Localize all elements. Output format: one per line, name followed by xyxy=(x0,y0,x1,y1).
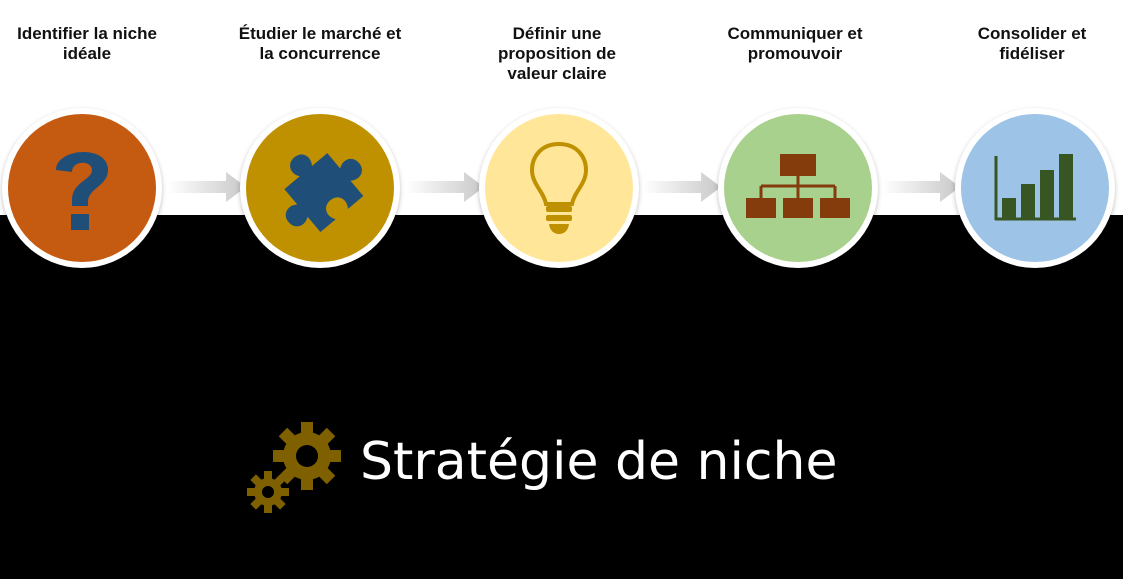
step-2-label: Étudier le marché et la concurrence xyxy=(238,24,402,63)
step-1-fill xyxy=(8,114,156,262)
arrow-right-icon xyxy=(406,172,484,202)
arrow-right-icon xyxy=(882,172,960,202)
step-4-label: Communiquer et promouvoir xyxy=(727,24,863,63)
step-2-circle xyxy=(240,108,400,268)
arrow-right-icon xyxy=(168,172,246,202)
gears-icon xyxy=(247,422,341,513)
step-4-circle xyxy=(718,108,878,268)
step-3-label: Définir une proposition de valeur claire xyxy=(497,24,617,83)
step-5-fill xyxy=(961,114,1109,262)
step-4-fill xyxy=(724,114,872,262)
bar-chart-icon xyxy=(994,154,1076,221)
light-bulb-icon xyxy=(529,141,589,234)
step-5-label: Consolider et fidéliser xyxy=(977,24,1087,63)
page-title: Stratégie de niche xyxy=(360,432,838,492)
step-1-label: Identifier la niche idéale xyxy=(17,24,157,63)
org-chart-icon xyxy=(746,154,850,218)
step-3-circle xyxy=(479,108,639,268)
question-mark-icon xyxy=(56,151,108,230)
title-area: Stratégie de niche xyxy=(245,418,865,518)
step-3-fill xyxy=(485,114,633,262)
step-5-circle xyxy=(955,108,1115,268)
arrow-right-icon xyxy=(643,172,721,202)
step-2-fill xyxy=(246,114,394,262)
step-1-circle xyxy=(2,108,162,268)
puzzle-piece-icon xyxy=(284,153,364,233)
